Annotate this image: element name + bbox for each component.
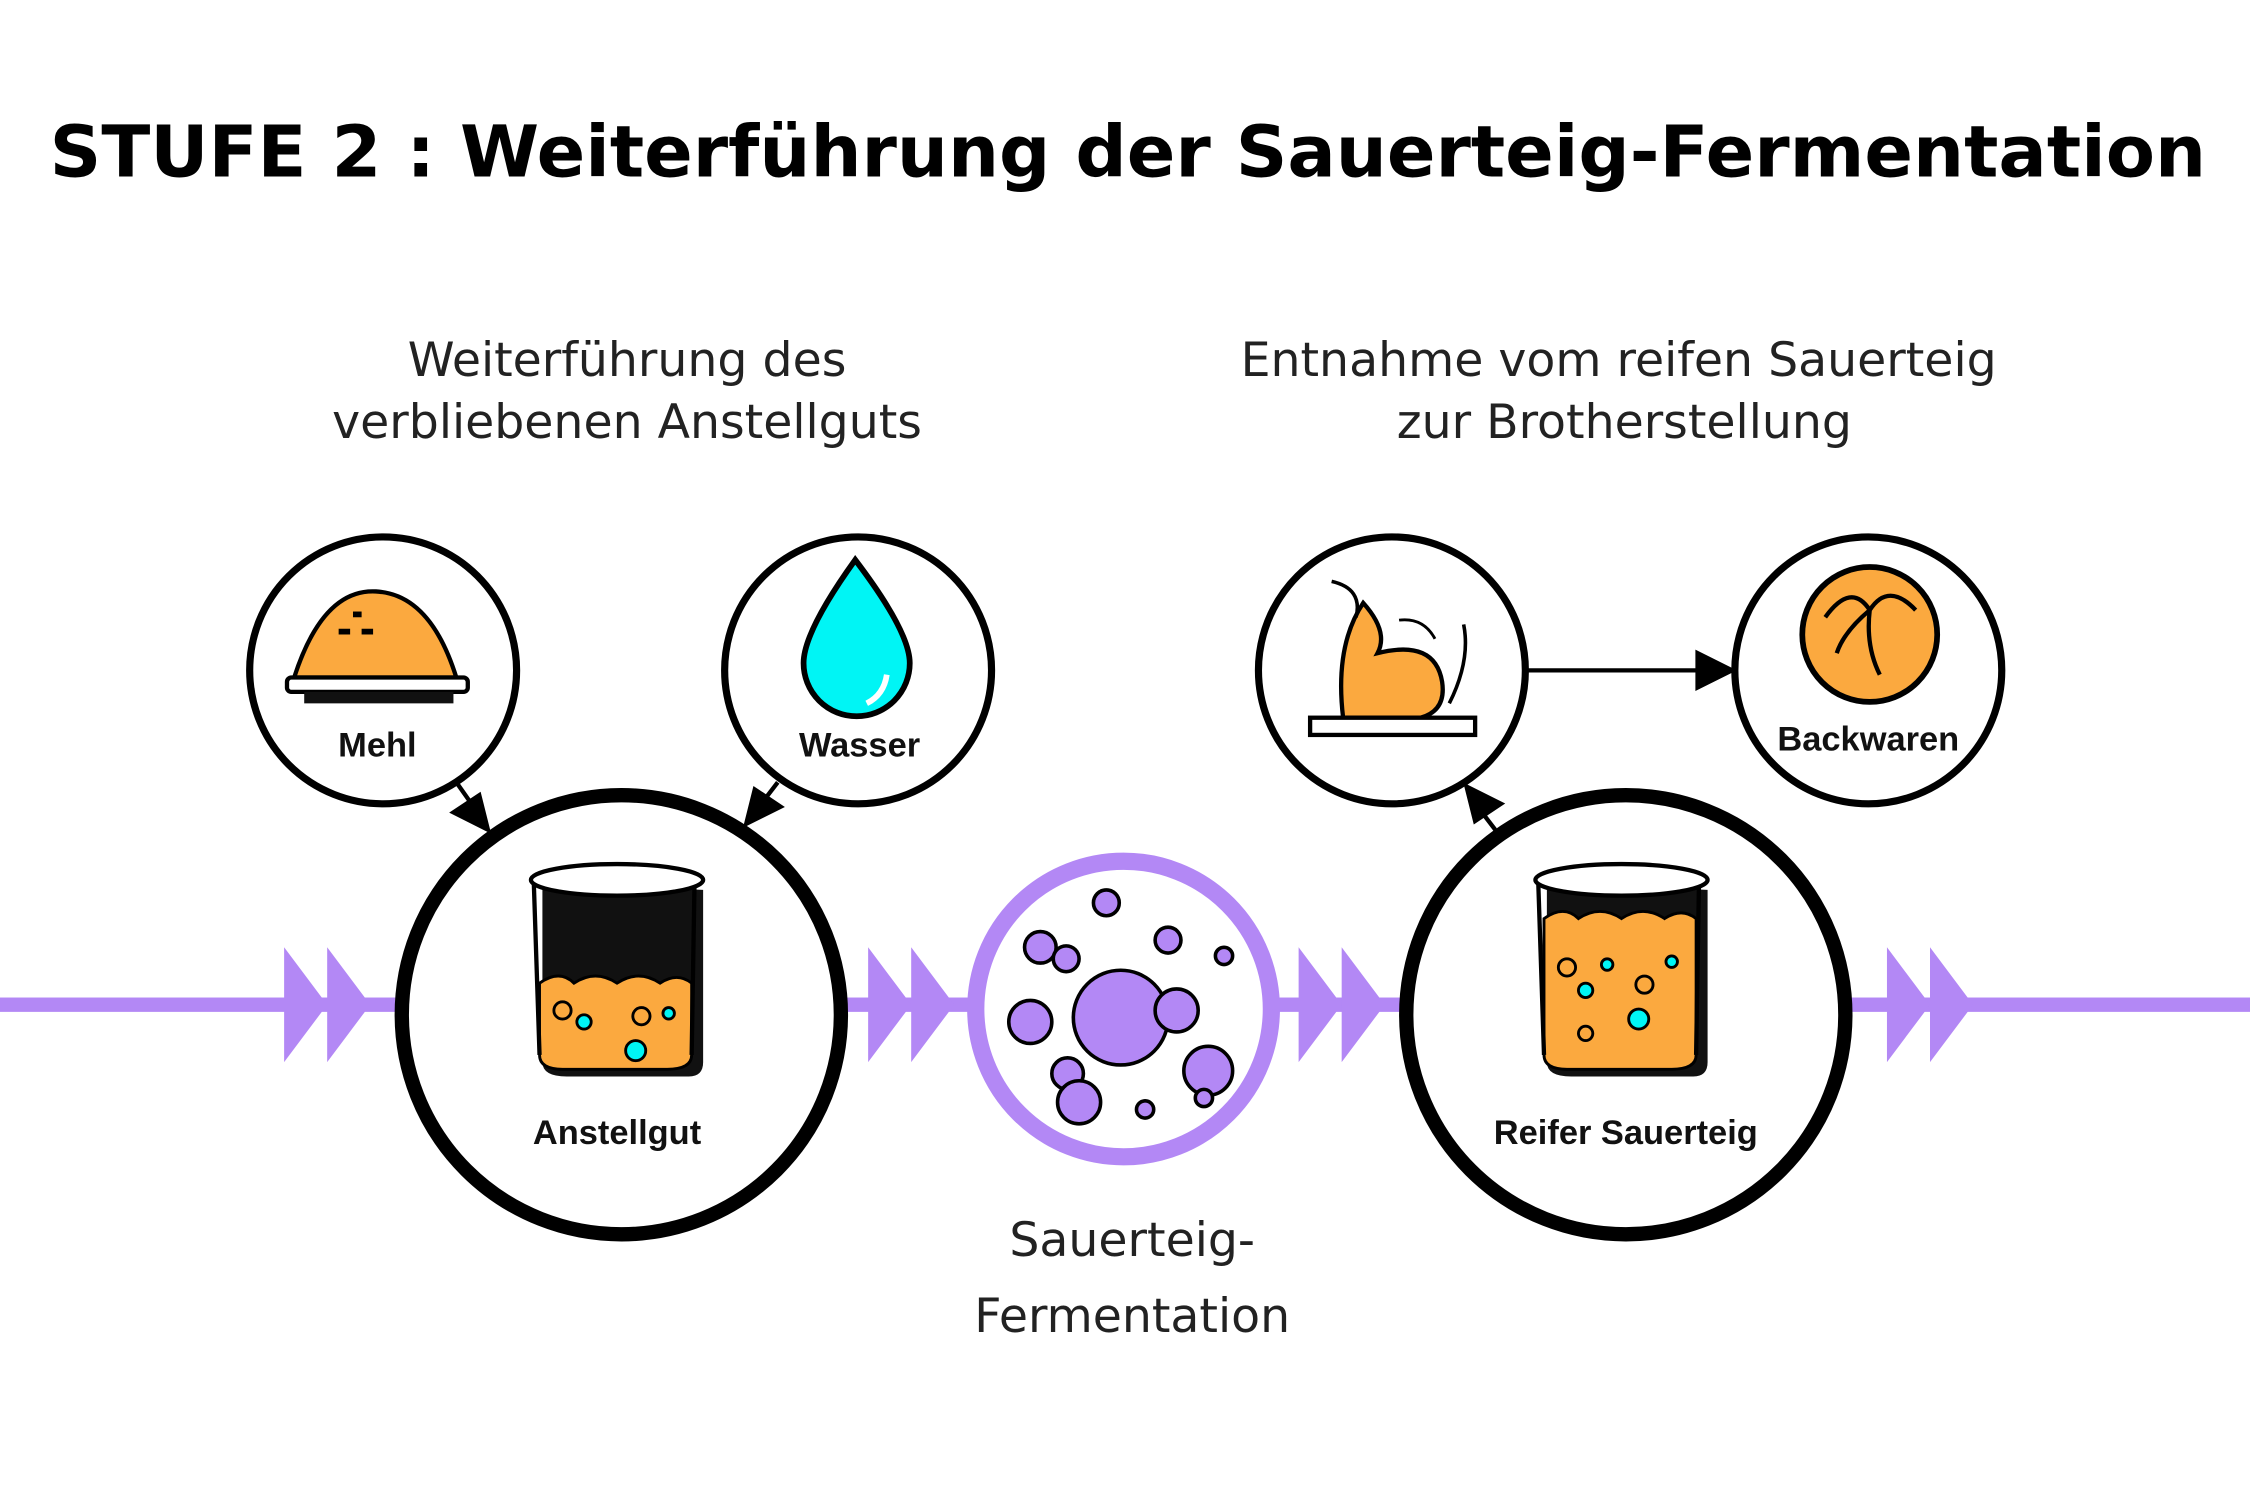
label-anstellgut: Anstellgut [533,1114,702,1152]
kneading-dough-icon [1307,579,1478,738]
node-anstellgut: Anstellgut [394,788,849,1242]
right-heading-line1: Entnahme vom reifen Sauerteig [1241,333,1997,388]
label-reifer-sauerteig: Reifer Sauerteig [1494,1114,1758,1152]
arrows [449,649,1737,834]
node-backwaren: Backwaren [1731,533,2006,808]
label-mehl: Mehl [338,726,416,764]
fermentation-label-line1: Sauerteig- [1009,1213,1255,1268]
right-heading-line2: zur Brotherstellung [1397,395,1852,450]
node-wasser: Wasser [721,533,996,808]
bubbles-icon [1006,888,1235,1126]
label-wasser: Wasser [799,726,920,764]
chevron-icon [1886,947,1974,1063]
node-kneading [1254,533,1529,808]
chevron-icon [868,947,955,1063]
node-mehl: Mehl [246,533,521,808]
flour-icon [284,589,470,704]
left-heading-line1: Weiterführung des [408,333,847,388]
beaker-icon [1533,861,1710,1077]
fermentation-label-line2: Fermentation [974,1289,1290,1344]
beaker-icon [528,861,706,1077]
node-fermentation: Sauerteig- Fermentation [967,852,1290,1344]
node-reifer-sauerteig: Reifer Sauerteig [1399,788,1853,1242]
label-backwaren: Backwaren [1777,721,1959,759]
water-drop-icon [800,555,913,720]
left-heading-line2: verbliebenen Anstellguts [332,395,922,450]
chevron-icon [1298,947,1385,1063]
bread-roll-icon [1799,564,1941,705]
chevron-icon [284,947,371,1063]
page-title: STUFE 2 : Weiterführung der Sauerteig-Fe… [50,110,2206,194]
